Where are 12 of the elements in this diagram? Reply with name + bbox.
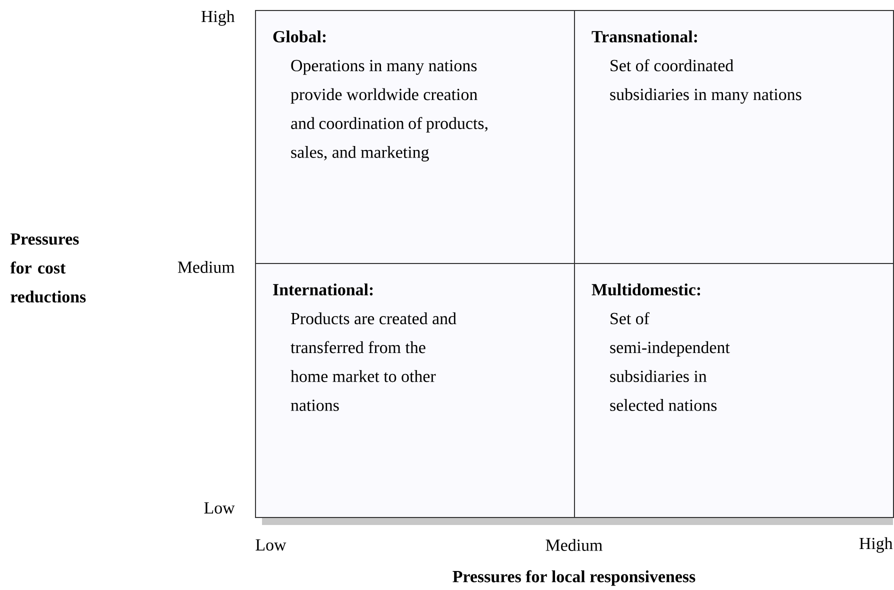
axis-tick-label: High [859,537,893,553]
axis-tick-label: High [201,10,235,26]
quadrant-box: Multidomestic: Set of semi-independent subsidiaries in selected nations [574,262,894,518]
axis-title: Pressures for cost reductions [10,233,86,303]
axis-tick-label: Low [256,539,286,551]
quadrant-box: Transnational: Set of coordinated subsidiaries in many nations [574,10,894,264]
axis-tick-label: Low [204,502,235,514]
axis-tick-label: Medium [178,261,235,273]
quadrant-box: International: Products are created and transferred from the home market to other nations [255,262,575,518]
axis-title: Pressures for local responsiveness [452,570,696,586]
quadrant-box: Global: Operations in many nations provide worldwide creation and coordination of products, sales, and marketing [255,10,575,264]
axis-tick-label: Medium [546,539,602,551]
